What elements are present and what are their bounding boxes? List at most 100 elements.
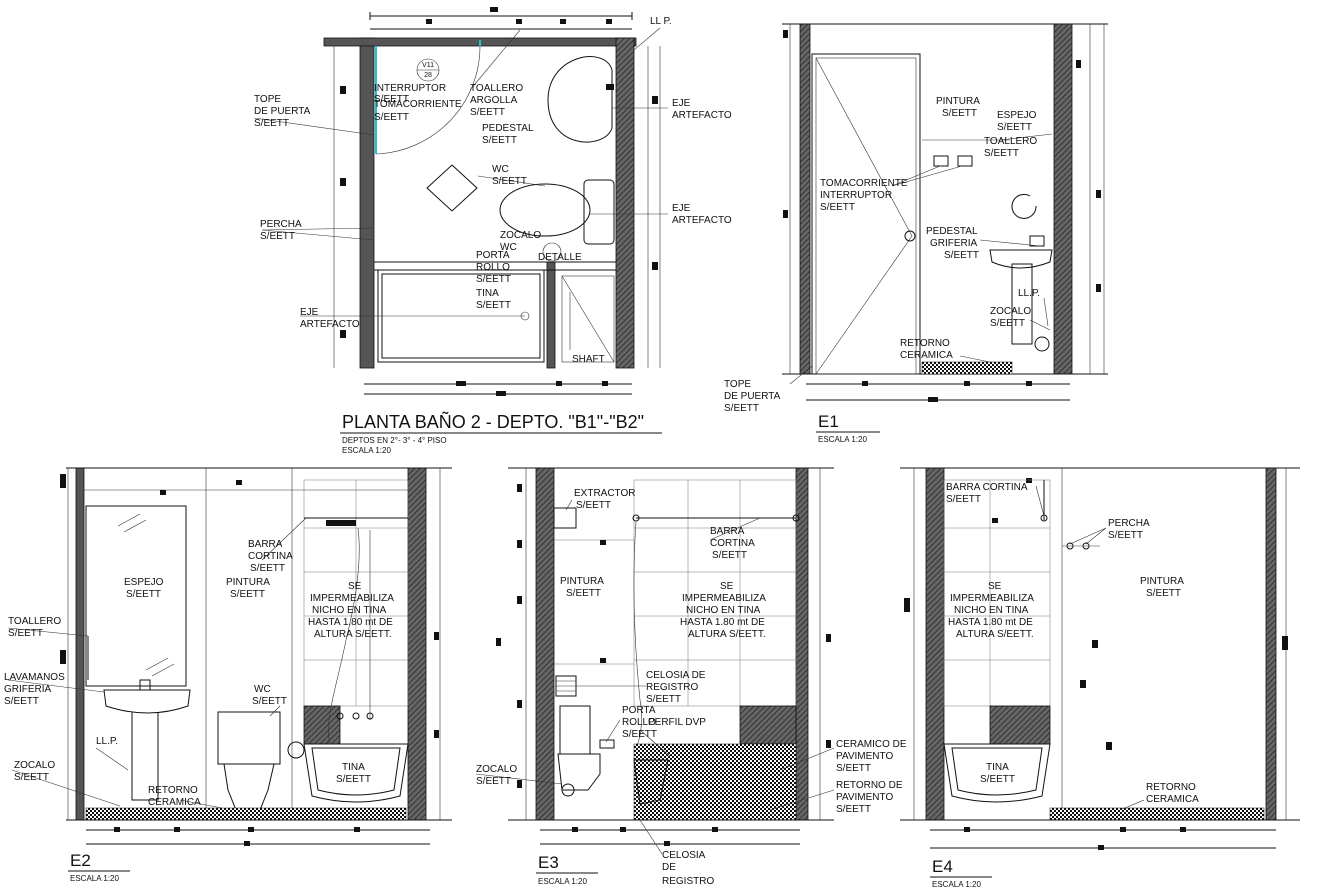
e2-tina-seett: S/EETT (336, 774, 371, 785)
e2-zocalo-label: ZOCALO (14, 760, 55, 771)
e3-pavimento2-seett: S/EETT (836, 804, 871, 815)
plan-tag-bottom: 28 (424, 72, 432, 79)
plan-rollo-seett: S/EETT (476, 274, 511, 285)
e1-zocalo-label: ZOCALO (990, 306, 1031, 317)
e3-ceramico-label: CERAMICO DE (836, 739, 907, 750)
plan-percha-seett: S/EETT (260, 231, 295, 242)
e4-ceramica-label: CERAMICA (1146, 794, 1199, 805)
e3-altura-label: ALTURA S/EETT. (688, 629, 766, 640)
e3-cortina-seett: S/EETT (712, 550, 747, 561)
elevation-e2: ESPEJO S/EETT BARRA CORTINA S/EETT PINTU… (4, 467, 452, 883)
e1-interruptor-seett: S/EETT (820, 202, 855, 213)
e1-toallero-label: TOALLERO (984, 136, 1037, 147)
e2-toallero-label: TOALLERO (8, 616, 61, 627)
plan-note: DEPTOS EN 2°- 3° - 4° PISO (342, 436, 447, 445)
e1-tope-label: TOPE (724, 379, 751, 390)
e4-title: E4 (932, 857, 953, 876)
e2-lavamanos-label: LAVAMANOS (4, 672, 65, 683)
plan-argolla-label: ARGOLLA (470, 95, 518, 106)
e3-extractor-label: EXTRACTOR (574, 488, 636, 499)
e3-nicho-label: NICHO EN TINA (686, 605, 761, 616)
e1-tomacorriente-label: TOMACORRIENTE (820, 178, 908, 189)
e2-wc-seett: S/EETT (252, 696, 287, 707)
plan-wc-seett: S/EETT (492, 176, 527, 187)
plan-tomacorriente-label: TOMACORRIENTE (374, 99, 462, 110)
e4-altura-label: ALTURA S/EETT. (956, 629, 1034, 640)
e3-perfil-label: PERFIL DVP (648, 717, 706, 728)
e3-barra-label: BARRA (710, 526, 745, 537)
e2-pintura-label: PINTURA (226, 577, 270, 588)
e3-pintura-seett: S/EETT (566, 588, 601, 599)
plan-eje2-label: EJE (672, 203, 691, 214)
e1-retorno-label: RETORNO (900, 338, 950, 349)
e1-griferia-seett: S/EETT (944, 250, 979, 261)
e3-extractor-seett: S/EETT (576, 500, 611, 511)
plan-interruptor-seett: S/EETT (374, 94, 409, 105)
e3-registro1-label: REGISTRO (646, 682, 698, 693)
e1-espejo-seett: S/EETT (997, 122, 1032, 133)
e3-pavimento1-label: PAVIMENTO (836, 751, 893, 762)
e3-rollo-seett: S/EETT (622, 729, 657, 740)
e3-registro2-label: REGISTRO (662, 876, 714, 887)
e2-espejo-seett: S/EETT (126, 589, 161, 600)
e4-pintura-label: PINTURA (1140, 576, 1184, 587)
e3-pintura-label: PINTURA (560, 576, 604, 587)
e3-pavimento2-label: PAVIMENTO (836, 792, 893, 803)
e1-llp-label: LL.P. (1018, 288, 1040, 299)
e3-registro1-seett: S/EETT (646, 694, 681, 705)
e4-se-label: SE (988, 581, 1002, 592)
e4-scale: ESCALA 1:20 (932, 880, 981, 889)
e4-barra-label: BARRA CORTINA (946, 482, 1028, 493)
e4-imper-label: IMPERMEABILIZA (950, 593, 1034, 604)
e1-interruptor-label: INTERRUPTOR (820, 190, 892, 201)
e2-nicho-label: NICHO EN TINA (312, 605, 387, 616)
e1-espejo-label: ESPEJO (997, 110, 1037, 121)
e1-title: E1 (818, 412, 839, 431)
e3-title: E3 (538, 853, 559, 872)
e3-de-label: DE (662, 862, 676, 873)
e3-retorno-label: RETORNO DE (836, 780, 903, 791)
e2-cortina-label: CORTINA (248, 551, 293, 562)
e4-tina-label: TINA (986, 762, 1009, 773)
plan-tina-label: TINA (476, 288, 499, 299)
plan-detalle-label: DETALLE (538, 252, 582, 263)
e1-scale: ESCALA 1:20 (818, 435, 867, 444)
plan-tina-seett: S/EETT (476, 300, 511, 311)
e2-cortina-seett: S/EETT (250, 563, 285, 574)
e2-espejo-label: ESPEJO (124, 577, 164, 588)
plan-wc-label: WC (492, 164, 509, 175)
e2-toallero-seett: S/EETT (8, 628, 43, 639)
plan-eje2-artefacto: ARTEFACTO (672, 215, 732, 226)
plan-interruptor-label: INTERRUPTOR (374, 83, 446, 94)
e3-zocalo-seett: S/EETT (476, 776, 511, 787)
e2-zocalo-seett: S/EETT (14, 772, 49, 783)
e1-pedestal-label: PEDESTAL (926, 226, 978, 237)
e3-celosia2-label: CELOSIA (662, 850, 706, 861)
e2-title: E2 (70, 851, 91, 870)
plan-llp-label: LL P. (650, 16, 672, 27)
plan-view: V11 28 LL P. TOPE DE PUERTA (253, 7, 732, 455)
plan-eje3-label: EJE (300, 307, 319, 318)
e3-zocalo-label: ZOCALO (476, 764, 517, 775)
plan-rollo-label: ROLLO (476, 262, 510, 273)
e3-porta-label: PORTA (622, 705, 656, 716)
e2-ceramica-label: CERAMICA (148, 797, 201, 808)
e2-hasta-label: HASTA 1.80 mt DE (308, 617, 393, 628)
e4-pintura-seett: S/EETT (1146, 588, 1181, 599)
e1-pintura-seett: S/EETT (942, 108, 977, 119)
plan-porta-label: PORTA (476, 250, 510, 261)
e2-retorno-label: RETORNO (148, 785, 198, 796)
e2-barra-label: BARRA (248, 539, 283, 550)
e2-pintura-seett: S/EETT (230, 589, 265, 600)
e4-retorno-label: RETORNO (1146, 782, 1196, 793)
plan-argolla-seett: S/EETT (470, 107, 505, 118)
e3-rollo-label: ROLLO (622, 717, 656, 728)
e2-wc-label: WC (254, 684, 271, 695)
plan-tope-label: TOPE (254, 94, 281, 105)
plan-zocalo-label: ZOCALO (500, 230, 541, 241)
e2-imper-label: IMPERMEABILIZA (310, 593, 394, 604)
e3-se-label: SE (720, 581, 734, 592)
plan-shaft-label: SHAFT (572, 354, 605, 365)
plan-tope-label-2: DE PUERTA (254, 106, 311, 117)
